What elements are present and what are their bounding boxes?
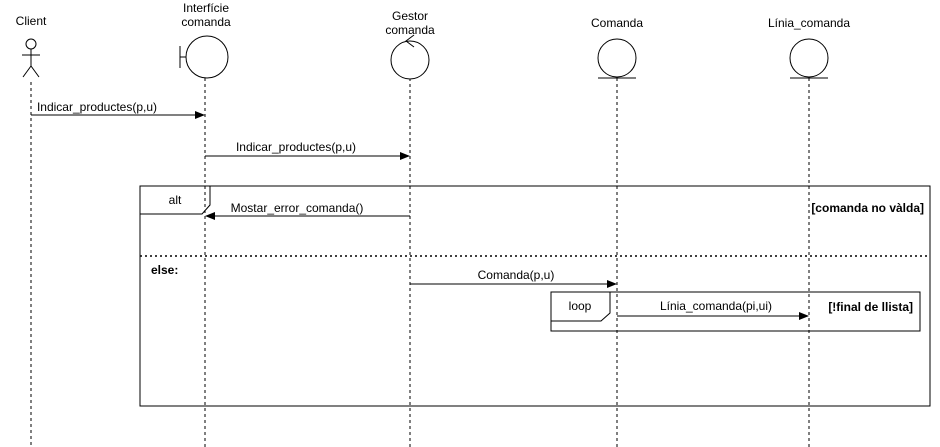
participant-client: Client <box>16 14 47 78</box>
participant-label: comanda <box>181 15 231 29</box>
participant-label: Gestor <box>392 9 428 23</box>
alt-fragment: alt [comanda no vàlda] else: <box>139 185 931 407</box>
message-indicar-productes-2: Indicar_productes(p,u) <box>205 140 410 160</box>
loop-keyword: loop <box>569 299 592 313</box>
message-mostrar-error: Mostar_error_comanda() <box>205 201 410 220</box>
message-label: Línia_comanda(pi,ui) <box>660 299 772 313</box>
message-comanda: Comanda(p,u) <box>410 268 617 288</box>
loop-keyword-tab <box>551 291 611 322</box>
participant-interficie: Interfície comanda <box>179 1 231 79</box>
alt-keyword: alt <box>169 193 182 207</box>
control-icon <box>390 34 430 80</box>
participant-label: Línia_comanda <box>768 16 850 30</box>
message-label: Indicar_productes(p,u) <box>37 100 157 114</box>
message-label: Comanda(p,u) <box>478 268 555 282</box>
participant-label: Client <box>16 14 47 28</box>
entity-icon <box>597 38 637 79</box>
else-label: else: <box>151 263 178 277</box>
message-indicar-productes-1: Indicar_productes(p,u) <box>31 100 205 119</box>
alt-keyword-tab <box>140 185 211 215</box>
message-linia-comanda: Línia_comanda(pi,ui) <box>617 299 809 320</box>
message-label: Indicar_productes(p,u) <box>236 140 356 154</box>
actor-icon <box>22 38 40 78</box>
participant-label: Interfície <box>183 1 229 15</box>
boundary-icon <box>179 35 229 79</box>
loop-guard: [!final de llista] <box>828 300 913 314</box>
alt-guard: [comanda no vàlda] <box>811 201 924 215</box>
participant-comanda: Comanda <box>591 16 643 79</box>
participant-gestor: Gestor comanda <box>385 9 435 80</box>
participant-label: Comanda <box>591 16 643 30</box>
loop-fragment: loop [!final de llista] <box>550 291 921 332</box>
participant-label: comanda <box>385 23 435 37</box>
loop-frame <box>550 291 921 332</box>
alt-frame <box>139 185 931 407</box>
participant-linia: Línia_comanda <box>768 16 850 79</box>
entity-icon <box>789 38 829 79</box>
message-label: Mostar_error_comanda() <box>231 201 364 215</box>
